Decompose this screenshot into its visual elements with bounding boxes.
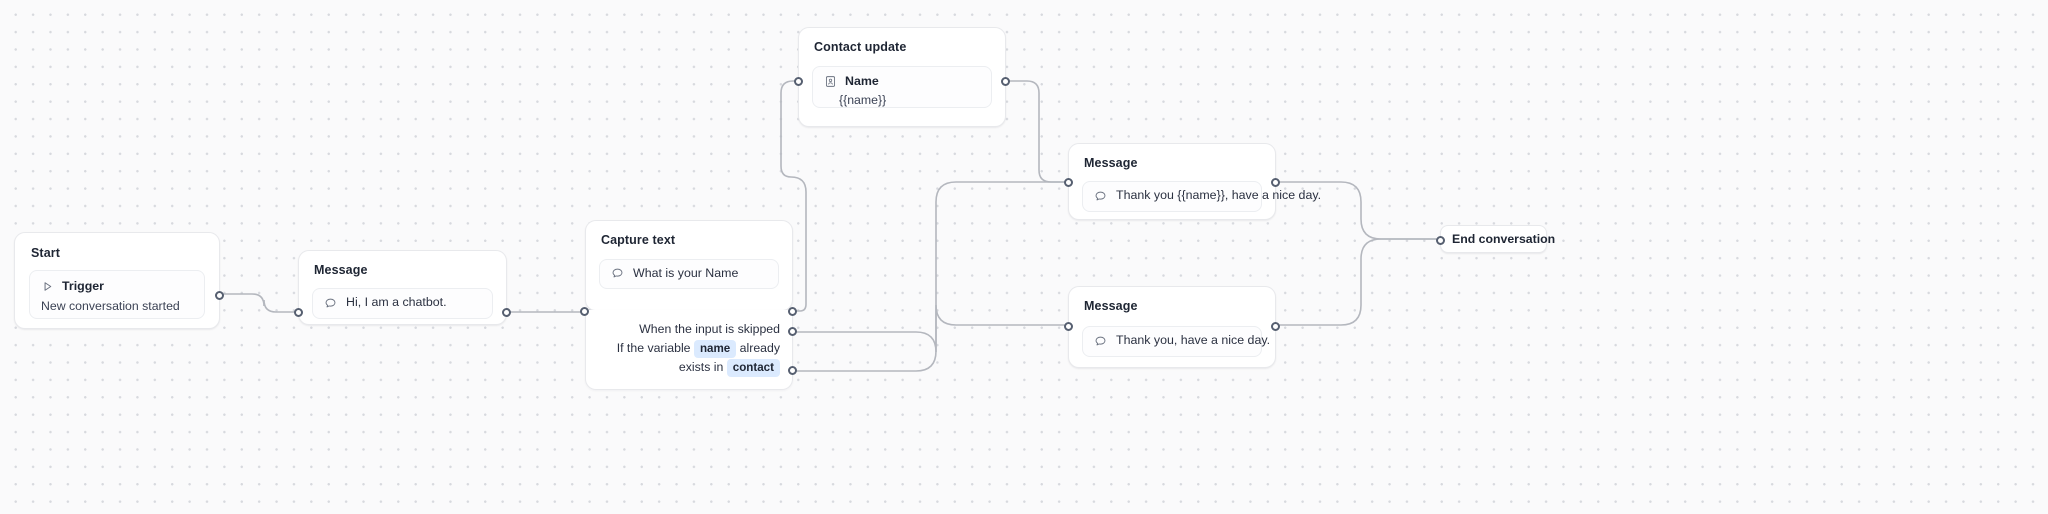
port-capture-text-input[interactable] [580,307,589,316]
node-start-title: Start [31,246,60,260]
edge-start-to-message-intro [223,293,295,313]
port-contact-update-input[interactable] [794,77,803,86]
capture-text-prompt-card[interactable]: What is your Name [599,258,779,289]
port-message-named-input[interactable] [1064,178,1073,187]
node-message-named[interactable]: Message Thank you {{name}}, have a nice … [1064,143,1321,220]
branch-target-pill[interactable]: contact [726,359,780,377]
node-contact-update[interactable]: Contact update Name {{name}} [794,27,1010,127]
capture-text-prompt: What is your Name [633,265,739,280]
port-capture-text-output-main[interactable] [788,307,797,316]
play-triangle-icon [41,280,54,293]
node-message-generic[interactable]: Message Thank you, have a nice day. [1064,286,1280,368]
port-message-named-output[interactable] [1271,178,1280,187]
node-capture-text-title: Capture text [601,233,676,247]
branch-variable-prefix: If the variable [616,341,691,356]
port-message-intro-input[interactable] [294,308,303,317]
message-generic-text: Thank you, have a nice day. [1116,333,1271,348]
chat-bubble-icon [324,297,337,310]
chat-bubble-icon [611,267,624,280]
node-message-generic-title: Message [1084,299,1138,313]
contact-field-label: Name [845,73,879,88]
message-generic-card[interactable]: Thank you, have a nice day. [1082,325,1270,357]
node-message-intro-title: Message [314,263,368,277]
trigger-card[interactable]: Trigger New conversation started [29,269,205,319]
node-end-conversation-title: End conversation [1452,231,1556,246]
branch-variable-exists-row: If the variable name already exists in c… [598,339,780,377]
port-message-generic-input[interactable] [1064,322,1073,331]
port-capture-text-output-skipped[interactable] [788,327,797,336]
message-intro-card[interactable]: Hi, I am a chatbot. [312,287,493,319]
edge-contact-exists-to-message-named [796,181,1065,372]
edge-message-generic-to-end [1279,238,1437,326]
port-start-output[interactable] [215,291,224,300]
contact-card-icon [824,75,837,88]
trigger-label: Trigger [62,278,104,293]
port-message-generic-output[interactable] [1271,322,1280,331]
port-message-intro-output[interactable] [502,308,511,317]
capture-text-branch-body: When the input is skipped If the variabl… [585,310,793,391]
contact-field-value: {{name}} [839,92,887,107]
chat-bubble-icon [1094,190,1107,203]
message-intro-text: Hi, I am a chatbot. [346,295,447,310]
port-capture-text-output-exists[interactable] [788,366,797,375]
node-message-named-title: Message [1084,156,1138,170]
node-message-intro[interactable]: Message Hi, I am a chatbot. [294,250,511,325]
branch-skipped-label: When the input is skipped [639,322,780,336]
branch-variable-pill[interactable]: name [693,340,737,358]
edge-skipped-to-message-generic [796,304,1065,353]
trigger-description: New conversation started [41,298,180,313]
node-start[interactable]: Start Trigger New conversation started [14,232,224,329]
edge-contact-update-to-message-named [1009,80,1065,183]
message-named-text: Thank you {{name}}, have a nice day. [1116,188,1322,203]
node-capture-text[interactable]: Capture text What is your Name [585,220,793,311]
node-end-conversation[interactable]: End conversation [1436,225,1555,253]
port-contact-update-output[interactable] [1001,77,1010,86]
port-end-conversation-input[interactable] [1436,236,1445,245]
message-named-card[interactable]: Thank you {{name}}, have a nice day. [1082,180,1321,212]
contact-field-card[interactable]: Name {{name}} [812,65,992,108]
node-contact-update-title: Contact update [814,40,907,54]
chat-bubble-icon [1094,335,1107,348]
branch-variable-middle: already exists in [678,341,780,375]
